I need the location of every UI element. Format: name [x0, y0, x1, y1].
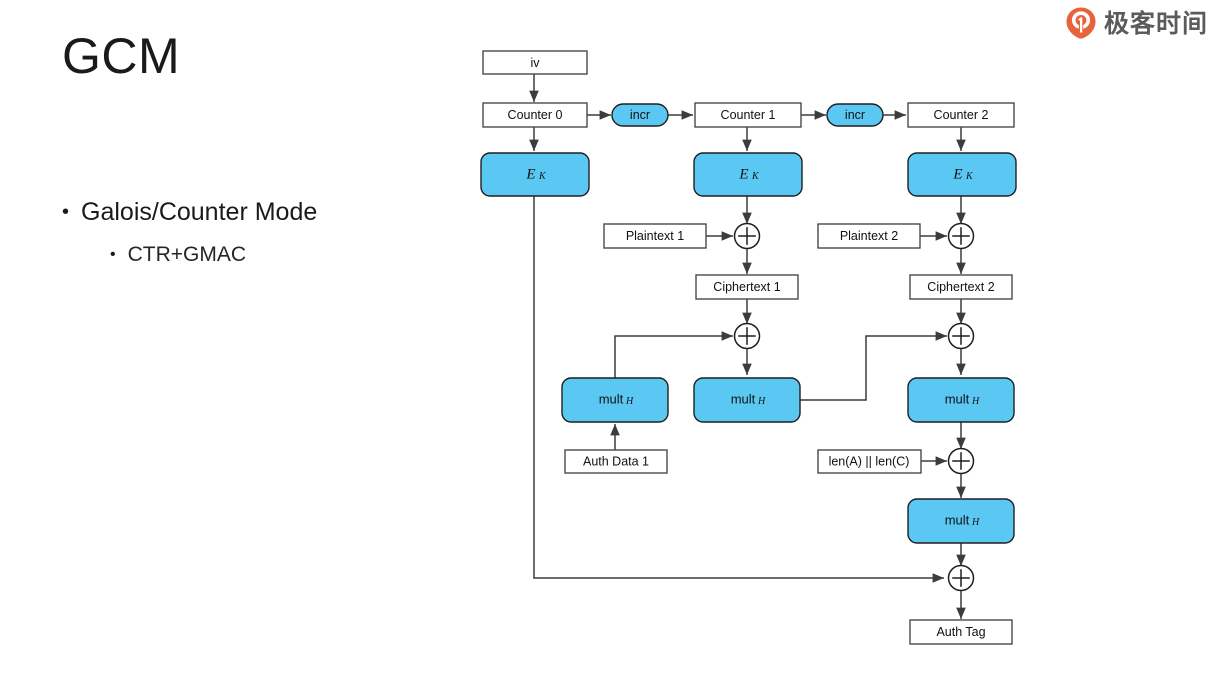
xor-operator-5: [947, 447, 975, 475]
node-mult4-label: mult: [945, 512, 970, 527]
node-lenalenc: len(A) || len(C): [817, 449, 922, 474]
node-ek0-label: E: [525, 166, 535, 182]
node-incr2-label: incr: [845, 108, 865, 122]
node-authdata1-label: Auth Data 1: [583, 454, 649, 468]
node-mult1: mult H: [561, 377, 669, 423]
node-ek2-subscript: K: [965, 171, 974, 182]
node-ek0: E K: [480, 152, 590, 197]
xor-operator-4: [947, 322, 975, 350]
bullet-dot-icon: •: [62, 201, 70, 223]
xor-operator-3: [733, 322, 761, 350]
node-ek1-subscript: K: [751, 171, 760, 182]
wire-ek0-to-final-xor: [533, 196, 945, 583]
node-authtag-label: Auth Tag: [936, 625, 985, 639]
node-counter2-label: Counter 2: [934, 108, 989, 122]
node-mult3-subscript: H: [971, 396, 980, 407]
node-counter0: Counter 0: [482, 102, 588, 128]
wire-mult1-to-xor3: [614, 331, 734, 378]
geektime-pin-icon: [1066, 7, 1096, 39]
node-mult4: mult H: [907, 498, 1015, 544]
node-plaintext1: Plaintext 1: [603, 223, 707, 249]
bullet-item-2: • CTR+GMAC: [110, 242, 442, 268]
node-incr1: incr: [611, 103, 669, 127]
node-ciphertext1-label: Ciphertext 1: [713, 280, 780, 294]
node-ciphertext2: Ciphertext 2: [909, 274, 1013, 300]
node-ciphertext1: Ciphertext 1: [695, 274, 799, 300]
logo-text: 极客时间: [1103, 8, 1208, 38]
bullet-dot-icon: •: [110, 246, 116, 263]
node-authtag: Auth Tag: [909, 619, 1013, 645]
bullet-text-1: Galois/Counter Mode: [81, 198, 318, 226]
node-ek0-subscript: K: [538, 171, 547, 182]
node-mult2: mult H: [693, 377, 801, 423]
node-iv: iv: [482, 50, 588, 75]
bullet-item-1: • Galois/Counter Mode: [62, 198, 442, 226]
node-incr2: incr: [826, 103, 884, 127]
xor-operator-1: [733, 222, 761, 250]
node-plaintext1-label: Plaintext 1: [626, 229, 684, 243]
node-counter2: Counter 2: [907, 102, 1015, 128]
node-mult2-label: mult: [731, 391, 756, 406]
wire-mult2-to-xor4: [800, 331, 948, 401]
bullet-text-2: CTR+GMAC: [127, 243, 247, 266]
node-plaintext2: Plaintext 2: [817, 223, 921, 249]
xor-operator-6: [947, 564, 975, 592]
bullet-list: • Galois/Counter Mode • CTR+GMAC: [62, 198, 442, 268]
node-mult3-label: mult: [945, 391, 970, 406]
node-mult2-subscript: H: [757, 396, 766, 407]
node-mult4-subscript: H: [971, 517, 980, 528]
page-title: GCM: [62, 28, 181, 84]
node-ek1-label: E: [738, 166, 748, 182]
node-counter0-label: Counter 0: [508, 108, 563, 122]
node-ek1: E K: [693, 152, 803, 197]
node-ek2: E K: [907, 152, 1017, 197]
node-mult1-label: mult: [599, 391, 624, 406]
node-mult3: mult H: [907, 377, 1015, 423]
node-plaintext2-label: Plaintext 2: [840, 229, 898, 243]
node-iv-label: iv: [530, 56, 540, 70]
node-lenalenc-label: len(A) || len(C): [829, 454, 910, 468]
brand-logo: 极客时间: [1065, 6, 1208, 40]
node-mult1-subscript: H: [625, 396, 634, 407]
xor-operator-2: [947, 222, 975, 250]
node-ciphertext2-label: Ciphertext 2: [927, 280, 994, 294]
node-authdata1: Auth Data 1: [564, 449, 668, 474]
node-counter1-label: Counter 1: [721, 108, 776, 122]
node-ek2-label: E: [952, 166, 962, 182]
node-counter1: Counter 1: [694, 102, 802, 128]
node-incr1-label: incr: [630, 108, 650, 122]
